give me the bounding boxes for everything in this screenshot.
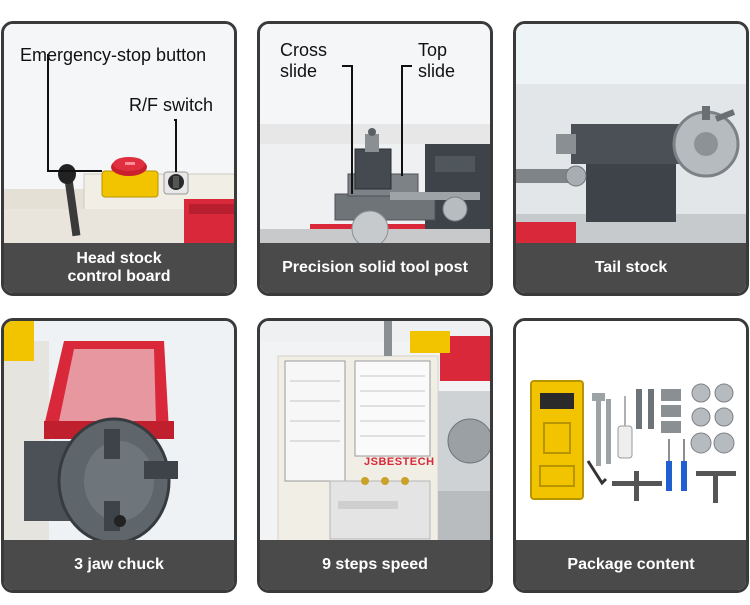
rf-switch-icon: [163, 171, 189, 195]
screwdriver-icon: [666, 439, 687, 491]
tail-stock-handwheel-icon: [672, 106, 740, 178]
card-package-content: Package content: [513, 318, 749, 593]
callout-line: slide: [418, 61, 456, 81]
package-photo: [516, 321, 746, 543]
caption-package: Package content: [516, 540, 746, 590]
chuck-photo: [4, 321, 234, 543]
three-jaw-chuck-icon: [24, 417, 178, 543]
wrench-icon: [592, 393, 611, 466]
caption-tool-post: Precision solid tool post: [260, 243, 490, 293]
head-stock-photo: [4, 24, 234, 246]
caption-line: Precision solid tool post: [282, 259, 468, 276]
card-three-jaw-chuck: 3 jaw chuck: [1, 318, 237, 593]
card-speed-steps: JSBESTECH 9 steps speed: [257, 318, 493, 593]
tail-stock-photo: [516, 24, 746, 246]
callout-line: slide: [280, 61, 318, 81]
tool-post-icon: [334, 128, 480, 246]
speed-chart-plate-icon: [284, 360, 431, 482]
toolbox-icon: [530, 380, 584, 500]
card-tool-post: Cross slide Top slide Precision solid to…: [257, 21, 493, 296]
tail-stock-illustration: [516, 24, 746, 246]
caption-line: Package content: [567, 556, 695, 573]
head-stock-illustration: [4, 24, 234, 246]
callout-cross-slide: Cross slide: [280, 40, 327, 82]
lever-icon: [58, 164, 81, 237]
caption-head-stock: Head stock control board: [4, 243, 234, 293]
caption-tail-stock: Tail stock: [516, 243, 746, 293]
callout-emergency-stop: Emergency-stop button: [20, 45, 207, 65]
speed-illustration: [260, 321, 490, 543]
caption-line: Tail stock: [594, 259, 668, 276]
callout-line: Cross: [280, 40, 328, 60]
caption-speed-steps: 9 steps speed: [260, 540, 490, 590]
caption-line: 9 steps speed: [322, 556, 428, 573]
speed-photo: [260, 321, 490, 543]
caption-line: 3 jaw chuck: [74, 556, 164, 573]
package-illustration: [516, 321, 746, 543]
emergency-stop-button-icon: [101, 157, 159, 198]
gear-icon: [690, 383, 735, 454]
callout-rf-switch: R/F switch: [129, 95, 214, 115]
tool-post-photo: [260, 24, 490, 246]
chuck-illustration: [4, 321, 234, 543]
caption-line: Head stock: [76, 250, 162, 267]
card-head-stock: Emergency-stop button R/F switch Head st…: [1, 21, 237, 296]
card-tail-stock: Tail stock: [513, 21, 749, 296]
callout-line: Top: [418, 40, 448, 60]
caption-chuck: 3 jaw chuck: [4, 540, 234, 590]
callout-top-slide: Top slide: [418, 40, 455, 82]
caption-line: control board: [67, 268, 171, 285]
brand-mark: JSBESTECH: [364, 456, 435, 468]
chuck-key-icon: [612, 471, 736, 503]
tool-post-illustration: [260, 24, 490, 246]
